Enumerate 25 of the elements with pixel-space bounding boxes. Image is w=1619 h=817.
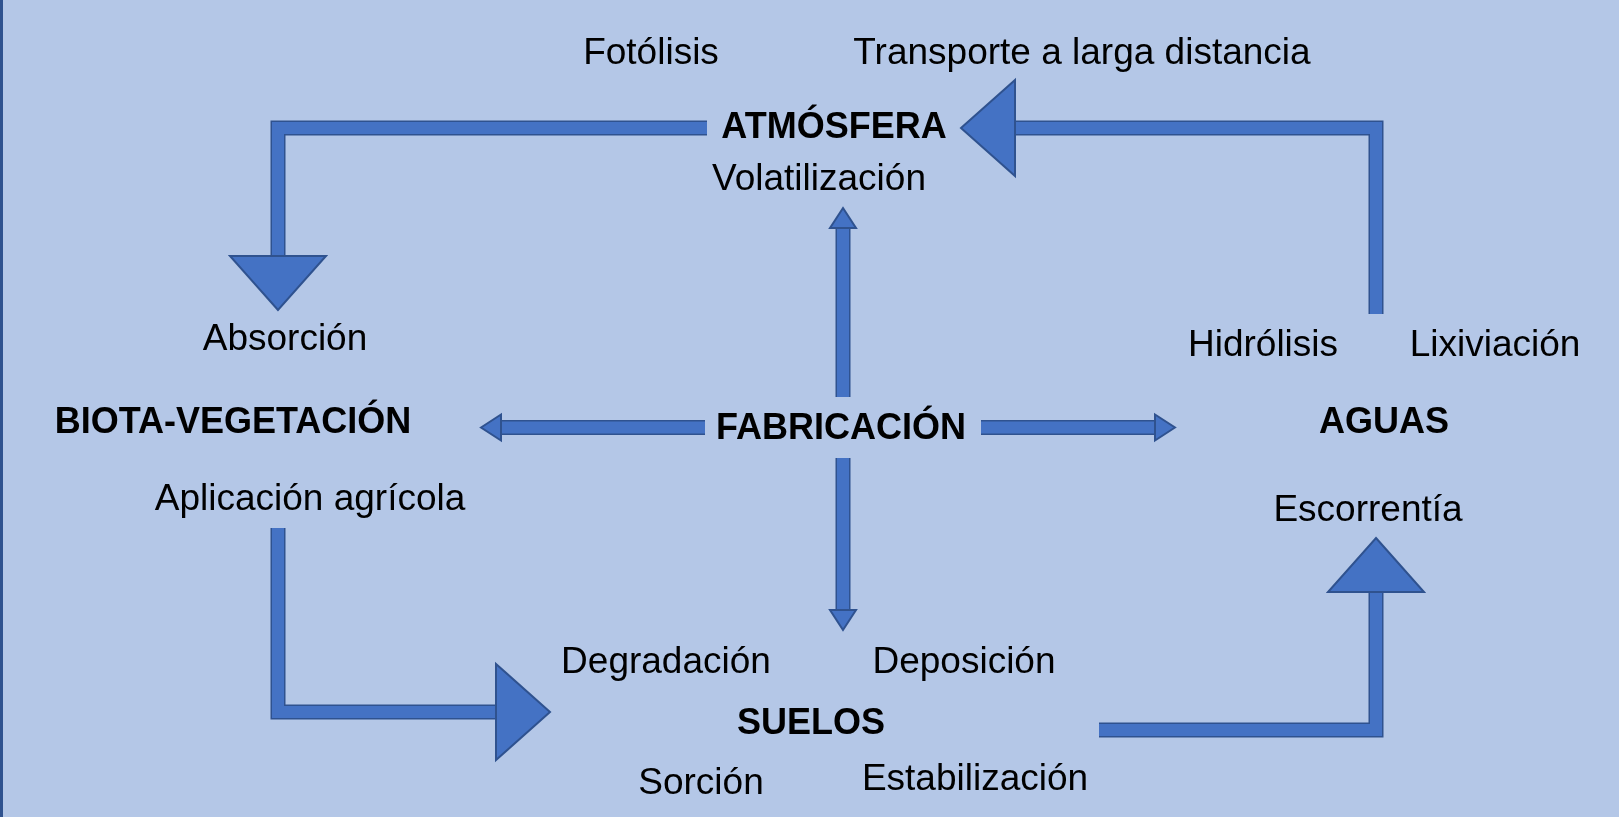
process-label: Volatilización: [712, 157, 926, 199]
process-label: Deposición: [872, 640, 1056, 682]
process-label: Fotólisis: [583, 31, 719, 73]
block-arrow: [959, 77, 1384, 314]
block-arrow: [1099, 536, 1427, 738]
process-label: Absorción: [202, 317, 368, 359]
process-label: Lixiviación: [1409, 323, 1581, 365]
block-arrow: [828, 458, 858, 632]
process-label: Estabilización: [861, 757, 1089, 799]
compartment-label: SUELOS: [737, 701, 885, 743]
process-label: Degradación: [561, 640, 771, 682]
compartment-label: BIOTA-VEGETACIÓN: [54, 400, 412, 442]
block-arrow: [270, 528, 552, 763]
compartment-label: AGUAS: [1319, 400, 1449, 442]
process-label: Transporte a larga distancia: [853, 31, 1311, 73]
process-label: Sorción: [638, 761, 764, 803]
process-label: Hidrólisis: [1187, 323, 1339, 365]
block-arrow: [828, 206, 858, 397]
process-label: Escorrentía: [1273, 488, 1463, 530]
block-arrow: [981, 412, 1177, 443]
block-arrow: [227, 120, 707, 312]
process-label: Aplicación agrícola: [154, 477, 466, 519]
compartment-label: FABRICACIÓN: [716, 406, 966, 448]
block-arrow: [479, 412, 705, 443]
compartment-label: ATMÓSFERA: [721, 105, 947, 147]
